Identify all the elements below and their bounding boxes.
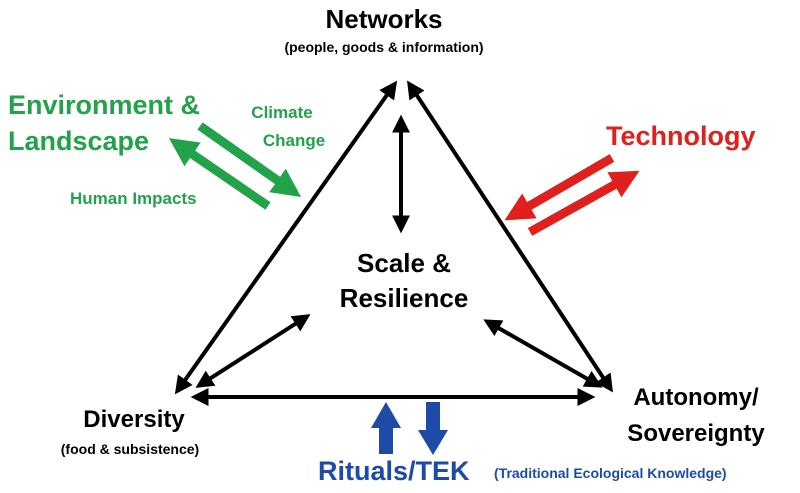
technology-outbound-arrow [527,170,640,236]
environment-line1: Environment & [8,90,201,120]
autonomy-line2: Sovereignty [627,420,765,447]
climate-line2: Change [262,131,326,150]
climate-change-arrow [197,122,302,197]
autonomy-line1: Autonomy/ [633,384,759,411]
diversity-title: Diversity [83,406,185,433]
edge-networks-autonomy [407,80,613,393]
networks-subtitle: (people, goods & information) [284,39,484,55]
rituals-label: Rituals/TEK [318,456,470,486]
spoke-autonomy-center [483,319,603,388]
center-line2: Resilience [339,283,469,313]
climate-line1: Climate [251,103,313,122]
spoke-diversity-center [195,314,311,388]
rituals-detail: (Traditional Ecological Knowledge) [494,465,727,481]
technology-label: Technology [606,121,756,151]
diversity-subtitle: (food & subsistence) [60,441,200,457]
center-line1: Scale & [357,248,451,278]
environment-line2: Landscape [8,126,150,156]
rituals-up-arrow [371,402,401,454]
technology-inbound-arrow [504,154,615,221]
rituals-down-arrow [418,402,448,455]
human-impacts-label: Human Impacts [70,189,197,208]
human-impacts-arrow [168,138,271,210]
networks-title: Networks [325,4,443,34]
